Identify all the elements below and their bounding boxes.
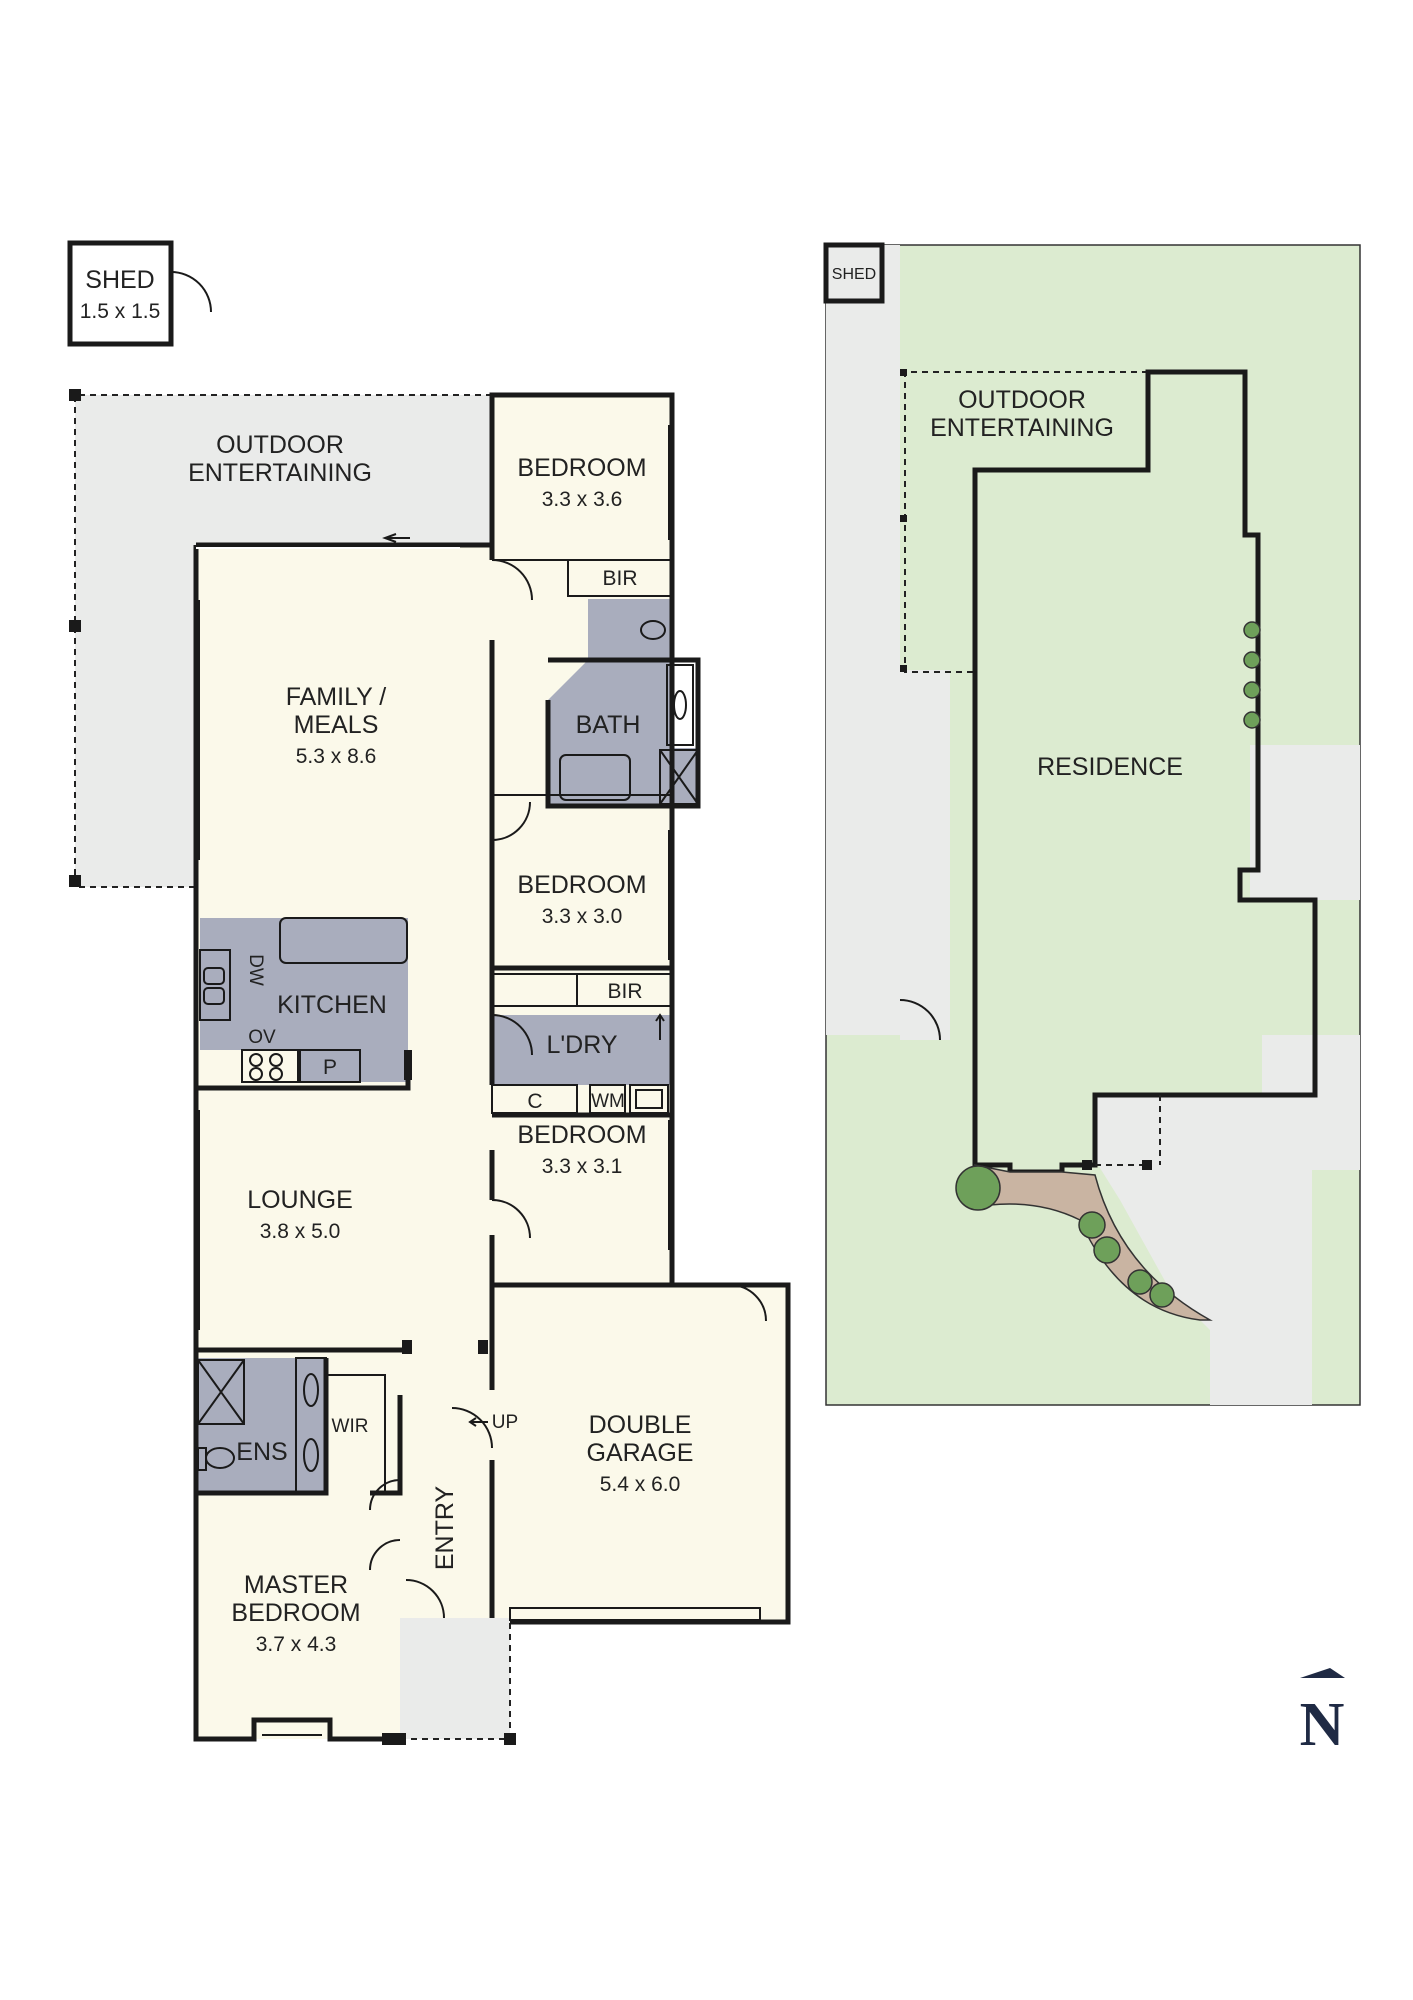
north-label: N bbox=[1300, 1691, 1345, 1759]
master-dim: 3.7 x 4.3 bbox=[256, 1633, 337, 1656]
up-label: UP bbox=[492, 1412, 518, 1433]
garage-label-1: DOUBLE bbox=[589, 1411, 692, 1439]
dw-label: DW bbox=[245, 954, 266, 986]
ov-label: OV bbox=[248, 1027, 276, 1048]
shed-label: SHED bbox=[85, 266, 154, 294]
garage-dim: 5.4 x 6.0 bbox=[600, 1473, 681, 1496]
bedroom3-label: BEDROOM bbox=[517, 1121, 646, 1149]
bedroom2-dim: 3.3 x 3.0 bbox=[542, 905, 623, 928]
bedroom2-label: BEDROOM bbox=[517, 871, 646, 899]
site-plan: OUTDOOR ENTERTAINING SHED RESIDENCE bbox=[823, 242, 1361, 1406]
site-outdoor-label-1: OUTDOOR bbox=[958, 386, 1086, 414]
shrubs bbox=[1243, 621, 1261, 729]
doors bbox=[369, 559, 767, 1619]
family-dim: 5.3 x 8.6 bbox=[296, 745, 377, 768]
bedroom1-label: BEDROOM bbox=[517, 454, 646, 482]
bedroom1-dim: 3.3 x 3.6 bbox=[542, 488, 623, 511]
master-label-1: MASTER bbox=[244, 1571, 348, 1599]
residence-label: RESIDENCE bbox=[1037, 753, 1183, 781]
windows bbox=[196, 425, 761, 1736]
family-label-2: MEALS bbox=[294, 711, 379, 739]
kitchen-label: KITCHEN bbox=[277, 991, 387, 1019]
cupboard-label: C bbox=[527, 1090, 542, 1113]
walls bbox=[193, 392, 791, 1745]
bedroom3-dim: 3.3 x 3.1 bbox=[542, 1155, 623, 1178]
garage-label-2: GARAGE bbox=[587, 1439, 694, 1467]
floor-plan: SHED 1.5 x 1.5 OUTDOOR ENTERTAINING bbox=[67, 240, 791, 1745]
family-label-1: FAMILY / bbox=[286, 683, 387, 711]
laundry-label: L'DRY bbox=[546, 1031, 617, 1059]
outdoor-label-2: ENTERTAINING bbox=[188, 459, 372, 487]
garden-bed-trees bbox=[955, 1165, 1175, 1308]
site-shed-label: SHED bbox=[832, 266, 876, 283]
bir2-label: BIR bbox=[607, 980, 642, 1003]
bir1-label: BIR bbox=[602, 567, 637, 590]
outdoor-entertaining: OUTDOOR ENTERTAINING bbox=[69, 389, 492, 888]
shed: SHED 1.5 x 1.5 bbox=[67, 240, 212, 347]
pantry-label: P bbox=[323, 1056, 337, 1079]
outdoor-label-1: OUTDOOR bbox=[216, 431, 344, 459]
ens-label: ENS bbox=[236, 1438, 287, 1466]
wm-label: WM bbox=[591, 1091, 625, 1112]
north-compass: N bbox=[1300, 1668, 1345, 1759]
wir-label: WIR bbox=[332, 1416, 369, 1437]
room-labels: BEDROOM 3.3 x 3.6 BIR FAMILY / MEALS 5.3… bbox=[231, 454, 693, 1656]
lounge-label: LOUNGE bbox=[247, 1186, 353, 1214]
shed-dim: 1.5 x 1.5 bbox=[80, 300, 161, 323]
master-label-2: BEDROOM bbox=[231, 1599, 360, 1627]
bath-label: BATH bbox=[576, 711, 641, 739]
entry-label: ENTRY bbox=[431, 1486, 459, 1571]
lounge-dim: 3.8 x 5.0 bbox=[260, 1220, 341, 1243]
site-outdoor-label-2: ENTERTAINING bbox=[930, 414, 1114, 442]
